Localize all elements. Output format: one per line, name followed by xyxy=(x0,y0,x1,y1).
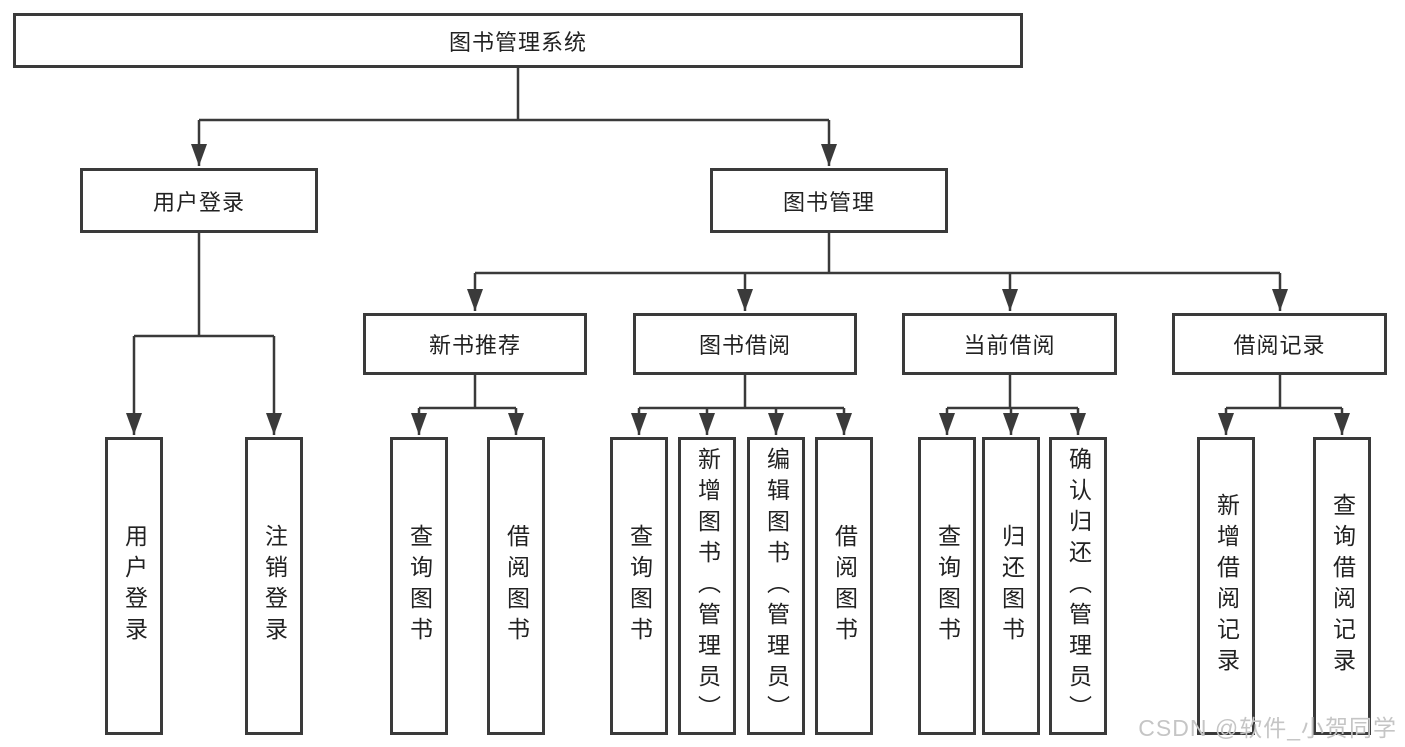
leaf-query-borrow-record: 查询借阅记录 xyxy=(1313,437,1371,735)
node-book-borrow: 图书借阅 xyxy=(633,313,857,375)
node-new-book-recommend: 新书推荐 xyxy=(363,313,587,375)
node-current-borrow: 当前借阅 xyxy=(902,313,1117,375)
node-root-library-system: 图书管理系统 xyxy=(13,13,1023,68)
leaf-add-borrow-record: 新增借阅记录 xyxy=(1197,437,1255,735)
node-borrow-records: 借阅记录 xyxy=(1172,313,1387,375)
csdn-watermark: CSDN @软件_小贺同学 xyxy=(1138,715,1397,741)
node-user-login: 用户登录 xyxy=(80,168,318,233)
leaf-user-login: 用户登录 xyxy=(105,437,163,735)
leaf-borrow-books-recommend: 借阅图书 xyxy=(487,437,545,735)
leaf-return-books: 归还图书 xyxy=(982,437,1040,735)
leaf-add-book-admin: 新增图书（管理员） xyxy=(678,437,736,735)
leaf-borrow-books: 借阅图书 xyxy=(815,437,873,735)
leaf-edit-book-admin: 编辑图书（管理员） xyxy=(747,437,805,735)
leaf-confirm-return-admin: 确认归还（管理员） xyxy=(1049,437,1107,735)
leaf-query-books-current: 查询图书 xyxy=(918,437,976,735)
leaf-logout: 注销登录 xyxy=(245,437,303,735)
leaf-query-books-borrow: 查询图书 xyxy=(610,437,668,735)
leaf-query-books-recommend: 查询图书 xyxy=(390,437,448,735)
node-book-management: 图书管理 xyxy=(710,168,948,233)
